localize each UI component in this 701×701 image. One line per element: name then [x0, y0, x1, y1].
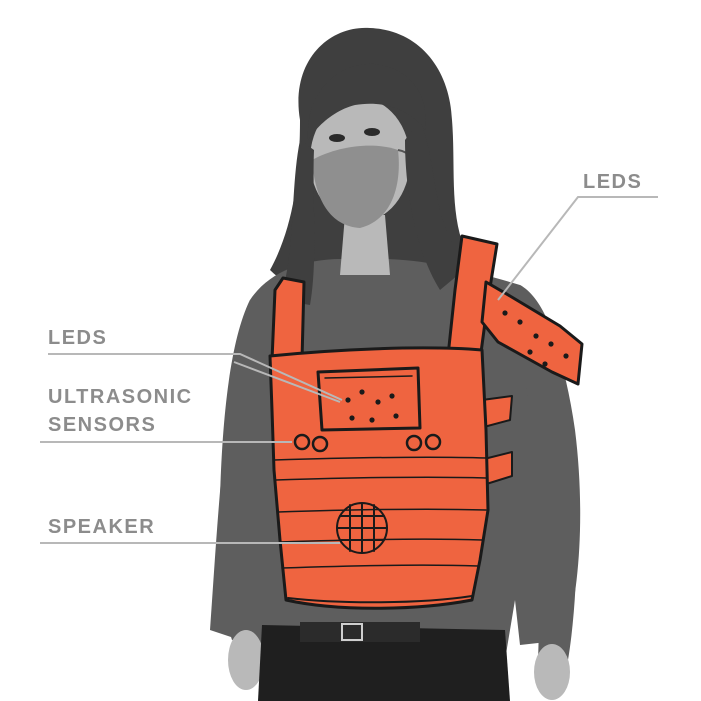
- led-dot-icon: [345, 397, 350, 402]
- label-speaker: SPEAKER: [48, 515, 155, 539]
- label-leds-left: LEDS: [48, 326, 107, 350]
- right-eye: [364, 128, 380, 136]
- speaker-grille-icon: [337, 503, 387, 553]
- led-dot-icon: [548, 341, 553, 346]
- led-dot-icon: [359, 389, 364, 394]
- led-dot-icon: [389, 393, 394, 398]
- led-dot-icon: [517, 319, 522, 324]
- led-dot-icon: [375, 399, 380, 404]
- left-hand: [228, 630, 264, 690]
- led-dot-icon: [393, 413, 398, 418]
- label-ultrasonic-line1: ULTRASONIC: [48, 385, 193, 409]
- led-dot-icon: [369, 417, 374, 422]
- vest-left-strap: [272, 278, 304, 360]
- leader-line-leds-right: [498, 197, 658, 300]
- led-dot-icon: [533, 333, 538, 338]
- led-dot-icon: [349, 415, 354, 420]
- label-leds-right: LEDS: [583, 170, 642, 194]
- led-dot-icon: [563, 353, 568, 358]
- right-hand: [534, 644, 570, 700]
- led-dot-icon: [527, 349, 532, 354]
- left-eye: [329, 134, 345, 142]
- label-ultrasonic-line2: SENSORS: [48, 413, 156, 437]
- led-dot-icon: [542, 361, 547, 366]
- led-dot-icon: [502, 310, 507, 315]
